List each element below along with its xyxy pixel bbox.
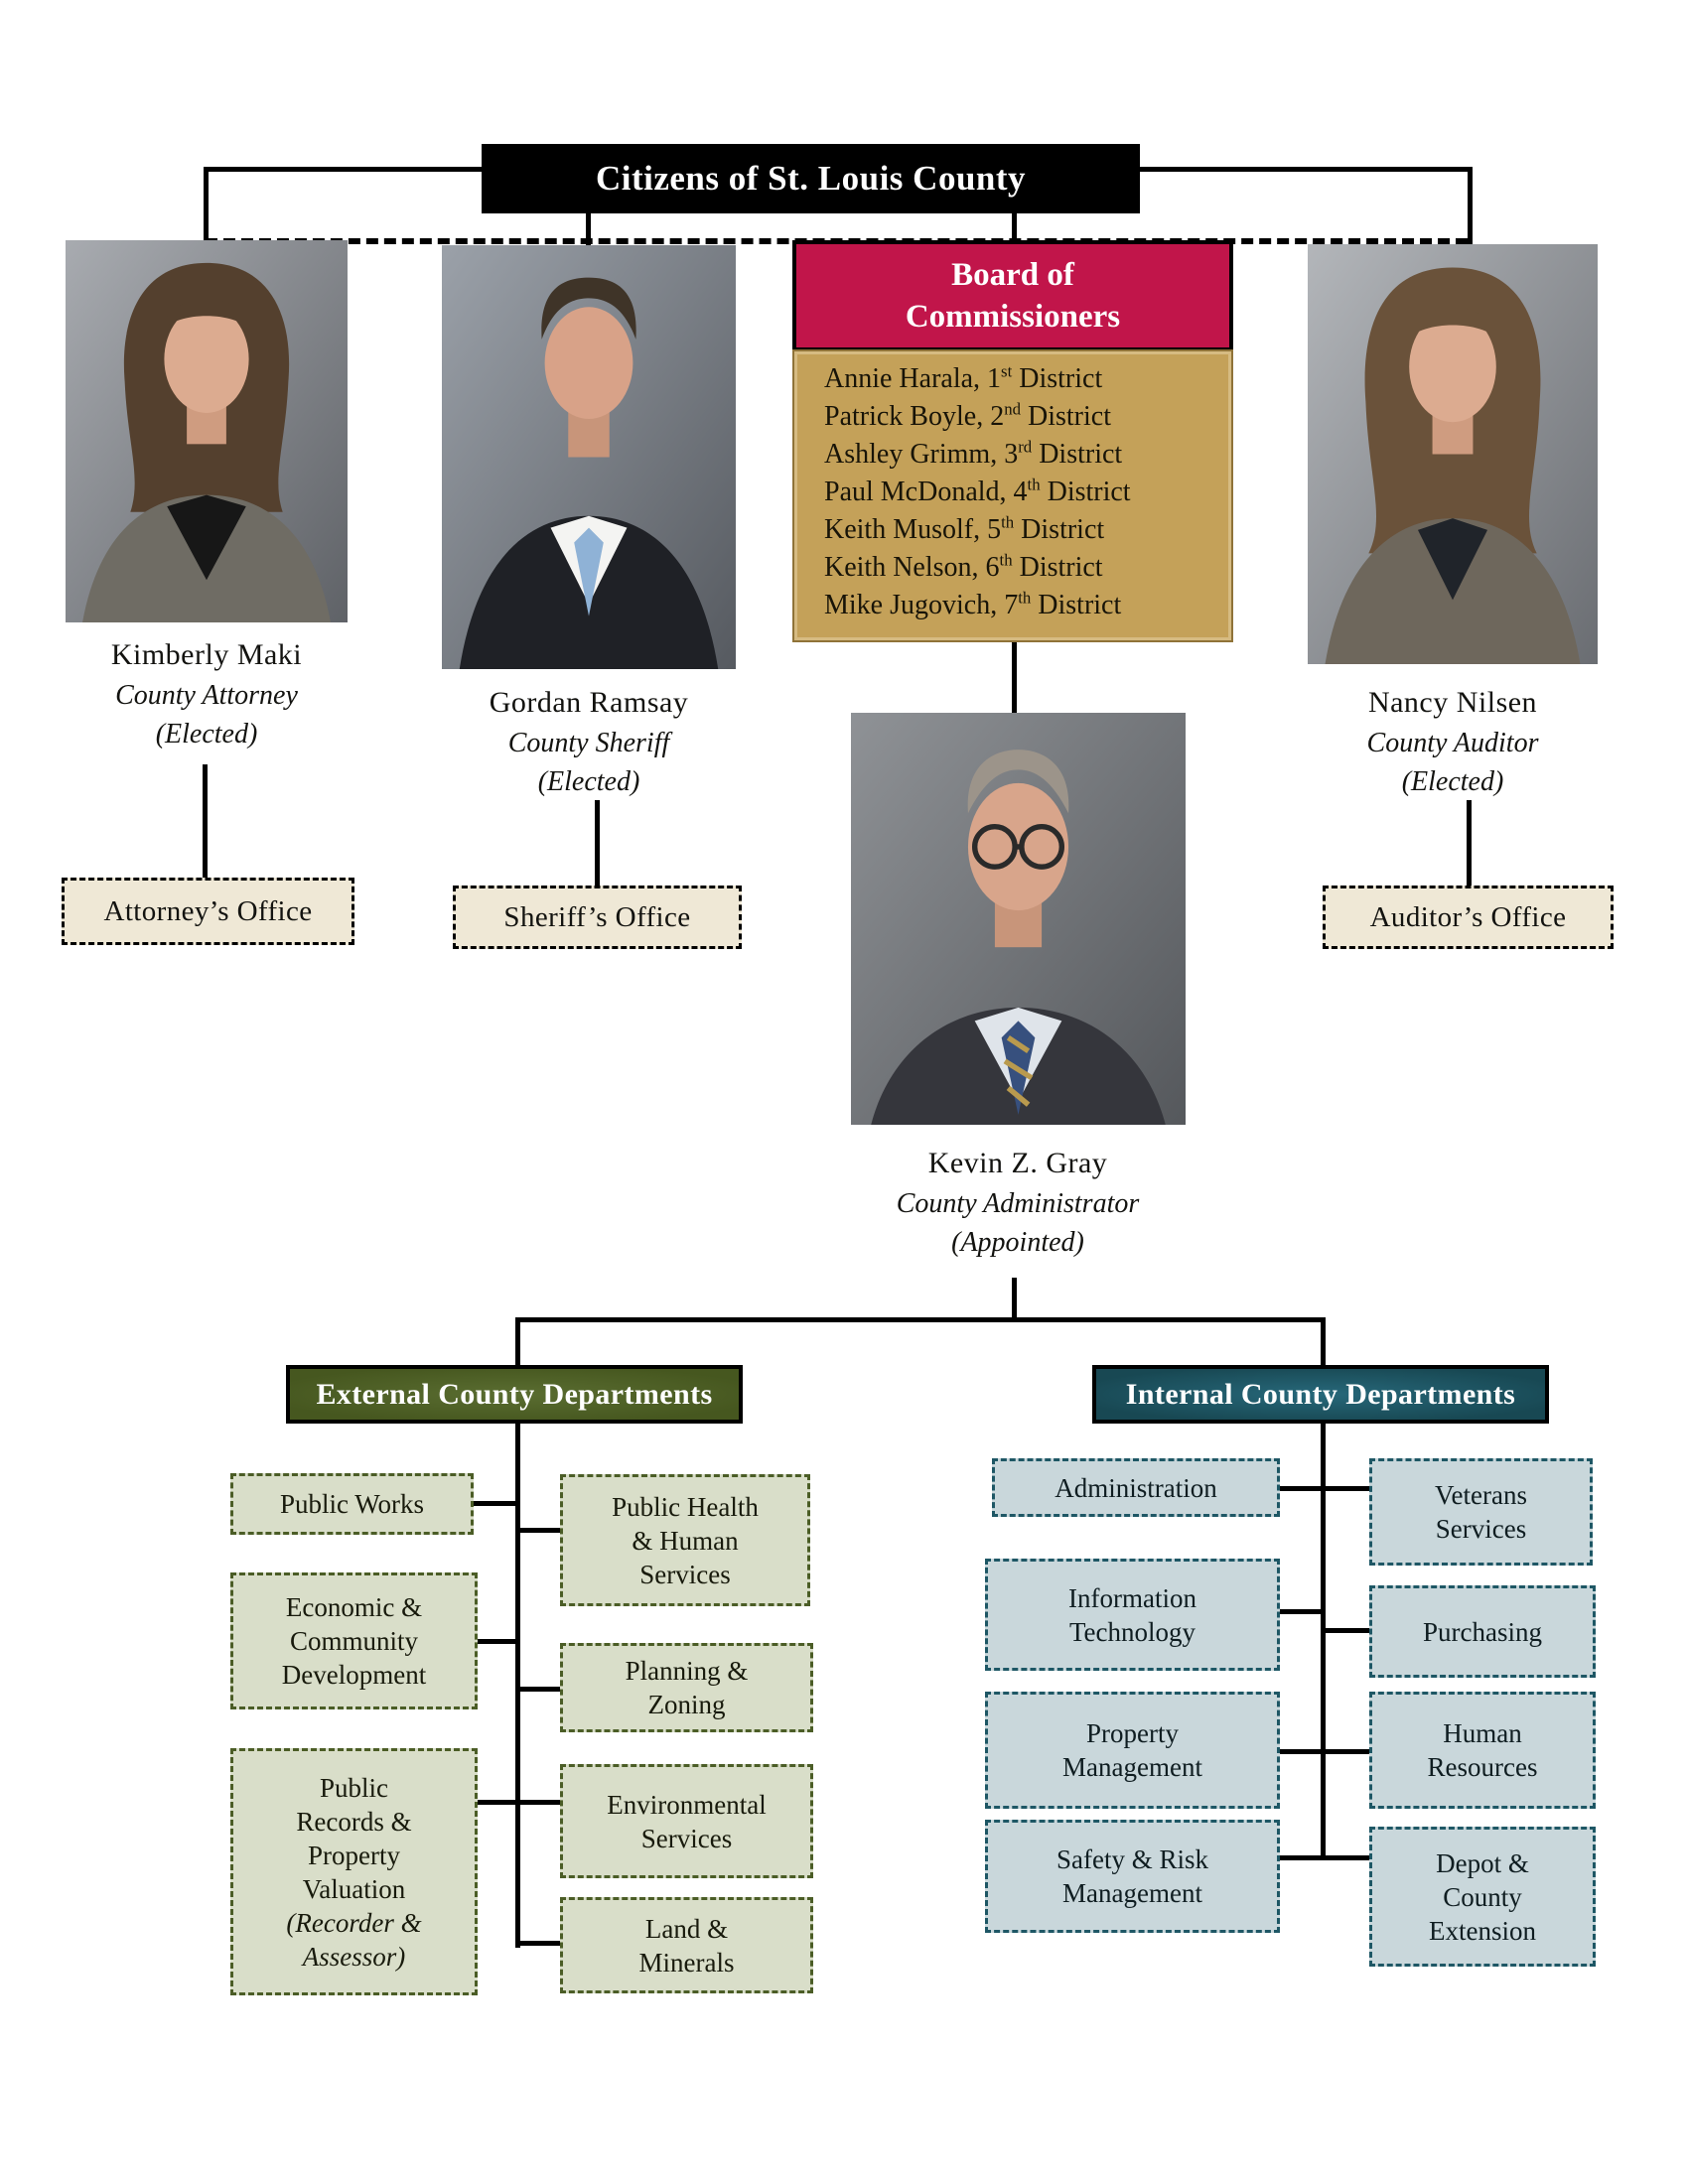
connector-banner-to-sheriff-v	[586, 210, 591, 248]
official-status: (Elected)	[537, 766, 640, 797]
caption-kevin-gray: Kevin Z. Gray County Administrator (Appo…	[854, 1142, 1182, 1262]
stub-land-minerals	[517, 1941, 563, 1946]
photo-kevin-gray	[851, 713, 1186, 1125]
internal-departments-header: Internal County Departments	[1092, 1365, 1549, 1424]
dept-economic-community-development: Economic & Community Development	[230, 1572, 478, 1709]
caption-kimberly-maki: Kimberly Maki County Attorney (Elected)	[43, 633, 370, 753]
caption-nancy-nilsen: Nancy Nilsen County Auditor (Elected)	[1289, 681, 1617, 801]
official-name: Gordan Ramsay	[489, 686, 689, 719]
sheriffs-office-box: Sheriff’s Office	[453, 886, 742, 949]
connector-branch-to-external	[515, 1317, 520, 1367]
official-name: Kevin Z. Gray	[927, 1147, 1108, 1179]
stub-safety-depot	[1277, 1855, 1372, 1860]
dept-veterans-services: Veterans Services	[1369, 1458, 1593, 1566]
commissioner-district-4: Paul McDonald, 4th District	[824, 475, 1131, 507]
commissioner-district-7: Mike Jugovich, 7th District	[824, 588, 1122, 620]
connector-administrator-drop	[1012, 1278, 1017, 1322]
photo-kimberly-maki	[66, 240, 348, 622]
connector-banner-to-auditor-v	[1468, 167, 1473, 246]
citizens-banner: Citizens of St. Louis County	[482, 144, 1140, 213]
stub-information-technology	[1277, 1609, 1325, 1614]
internal-trunk-line	[1321, 1422, 1326, 1860]
stub-economic	[474, 1639, 519, 1644]
board-title-line2: Commissioners	[905, 299, 1121, 335]
dept-records-subtitle: (Recorder & Assessor)	[286, 1907, 422, 1972]
dept-public-records-property-valuation: Public Records & Property Valuation (Rec…	[230, 1748, 478, 1995]
connector-board-to-administrator	[1012, 640, 1017, 715]
official-title: County Administrator	[896, 1188, 1140, 1219]
external-departments-label: External County Departments	[316, 1377, 713, 1411]
connector-banner-to-auditor-h	[1140, 167, 1473, 172]
dept-information-technology: Information Technology	[985, 1559, 1280, 1671]
official-status: (Elected)	[1401, 766, 1504, 797]
attorneys-office-label: Attorney’s Office	[103, 894, 313, 927]
external-trunk-line	[515, 1422, 520, 1948]
official-status: (Appointed)	[951, 1227, 1084, 1258]
commissioner-district-2: Patrick Boyle, 2nd District	[824, 399, 1111, 432]
board-commissioner-list: Annie Harala, 1st District Patrick Boyle…	[792, 349, 1233, 642]
dept-depot-county-extension: Depot & County Extension	[1369, 1827, 1596, 1967]
auditors-office-box: Auditor’s Office	[1323, 886, 1614, 949]
connector-branch-horizontal	[515, 1317, 1326, 1322]
board-title-line1: Board of	[951, 257, 1074, 293]
citizens-banner-label: Citizens of St. Louis County	[595, 159, 1027, 198]
official-name: Kimberly Maki	[110, 638, 303, 671]
connector-banner-to-attorney-v	[204, 167, 209, 243]
dept-planning-zoning: Planning & Zoning	[560, 1643, 813, 1732]
attorneys-office-box: Attorney’s Office	[62, 878, 354, 945]
stub-property-hr	[1277, 1749, 1372, 1754]
stub-records-environmental	[474, 1800, 563, 1805]
internal-departments-label: Internal County Departments	[1125, 1377, 1516, 1411]
photo-gordan-ramsay	[442, 245, 736, 669]
sheriffs-office-label: Sheriff’s Office	[503, 900, 691, 933]
portrait-nancy-nilsen-placeholder	[1308, 244, 1598, 664]
connector-banner-to-board-v	[1012, 210, 1017, 243]
connector-banner-to-attorney-h	[204, 167, 482, 172]
connector-auditor-to-office	[1467, 800, 1472, 887]
stub-administration-veterans	[1277, 1486, 1372, 1491]
dept-environmental-services: Environmental Services	[560, 1764, 813, 1878]
official-name: Nancy Nilsen	[1367, 686, 1538, 719]
dept-public-works: Public Works	[230, 1473, 474, 1535]
auditors-office-label: Auditor’s Office	[1369, 900, 1567, 933]
commissioner-district-5: Keith Musolf, 5th District	[824, 512, 1105, 545]
dept-human-resources: Human Resources	[1369, 1692, 1596, 1809]
official-title: County Sheriff	[507, 728, 670, 758]
connector-sheriff-to-office	[595, 800, 600, 887]
dept-purchasing: Purchasing	[1369, 1585, 1596, 1678]
commissioner-district-6: Keith Nelson, 6th District	[824, 550, 1103, 583]
connector-branch-to-internal	[1321, 1317, 1326, 1367]
connector-attorney-to-office	[203, 764, 208, 878]
photo-nancy-nilsen	[1308, 244, 1598, 664]
dept-public-health-human-services: Public Health & Human Services	[560, 1474, 810, 1606]
stub-purchasing	[1323, 1628, 1372, 1633]
portrait-kevin-gray-placeholder	[851, 713, 1186, 1125]
official-title: County Attorney	[115, 680, 298, 711]
dept-safety-risk-management: Safety & Risk Management	[985, 1820, 1280, 1933]
dept-property-management: Property Management	[985, 1692, 1280, 1809]
stub-planning	[517, 1687, 563, 1692]
commissioner-district-1: Annie Harala, 1st District	[824, 361, 1103, 394]
portrait-gordan-ramsay-placeholder	[442, 245, 736, 669]
stub-public-works	[472, 1501, 519, 1506]
external-departments-header: External County Departments	[286, 1365, 743, 1424]
board-of-commissioners-header: Board of Commissioners	[792, 240, 1233, 351]
caption-gordan-ramsay: Gordan Ramsay County Sheriff (Elected)	[425, 681, 753, 801]
dept-land-minerals: Land & Minerals	[560, 1897, 813, 1993]
commissioner-district-3: Ashley Grimm, 3rd District	[824, 437, 1123, 470]
official-title: County Auditor	[1366, 728, 1539, 758]
stub-public-health	[517, 1528, 563, 1533]
dept-administration: Administration	[992, 1458, 1280, 1517]
official-status: (Elected)	[155, 719, 258, 750]
portrait-kimberly-maki-placeholder	[66, 240, 348, 622]
